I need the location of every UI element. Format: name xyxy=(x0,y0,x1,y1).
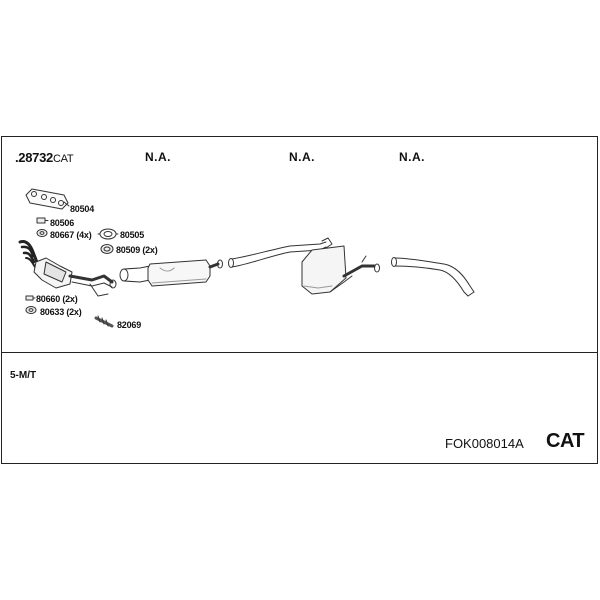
label-80506: 80506 xyxy=(50,218,75,228)
label-82069: 82069 xyxy=(117,320,142,330)
part-number-heading: .28732CAT xyxy=(15,150,74,165)
middle-pipe xyxy=(228,237,333,268)
label-80504: 80504 xyxy=(70,204,95,214)
tail-pipe xyxy=(391,257,475,297)
part-suffix: CAT xyxy=(52,153,74,165)
rear-silencer xyxy=(301,245,380,295)
system-type: CAT xyxy=(546,430,585,452)
spring-bolt-82069 xyxy=(94,315,114,328)
bolt-80660 xyxy=(25,295,36,301)
bolt-80506 xyxy=(36,217,49,224)
system-code: FOK008014A xyxy=(445,436,524,451)
front-silencer xyxy=(119,259,223,287)
label-80667: 80667 (4x) xyxy=(50,230,92,240)
na-label-2: N.A. xyxy=(289,150,315,164)
frame-divider xyxy=(1,352,598,353)
label-80633: 80633 (2x) xyxy=(40,307,82,317)
clamp-80509 xyxy=(100,244,114,254)
label-80660: 80660 (2x) xyxy=(36,294,78,304)
catalytic-converter xyxy=(18,240,117,297)
na-label-3: N.A. xyxy=(399,150,425,164)
na-label-1: N.A. xyxy=(145,150,171,164)
diagram-frame xyxy=(1,136,598,464)
part-number: .28732 xyxy=(15,150,53,165)
label-80505: 80505 xyxy=(120,230,145,240)
gasket-80504 xyxy=(25,188,70,210)
nut-80633 xyxy=(25,306,37,314)
transmission-label: 5-M/T xyxy=(10,370,37,381)
label-80509: 80509 (2x) xyxy=(116,245,158,255)
nut-80667 xyxy=(36,229,48,237)
gasket-ring-80505 xyxy=(97,228,119,240)
